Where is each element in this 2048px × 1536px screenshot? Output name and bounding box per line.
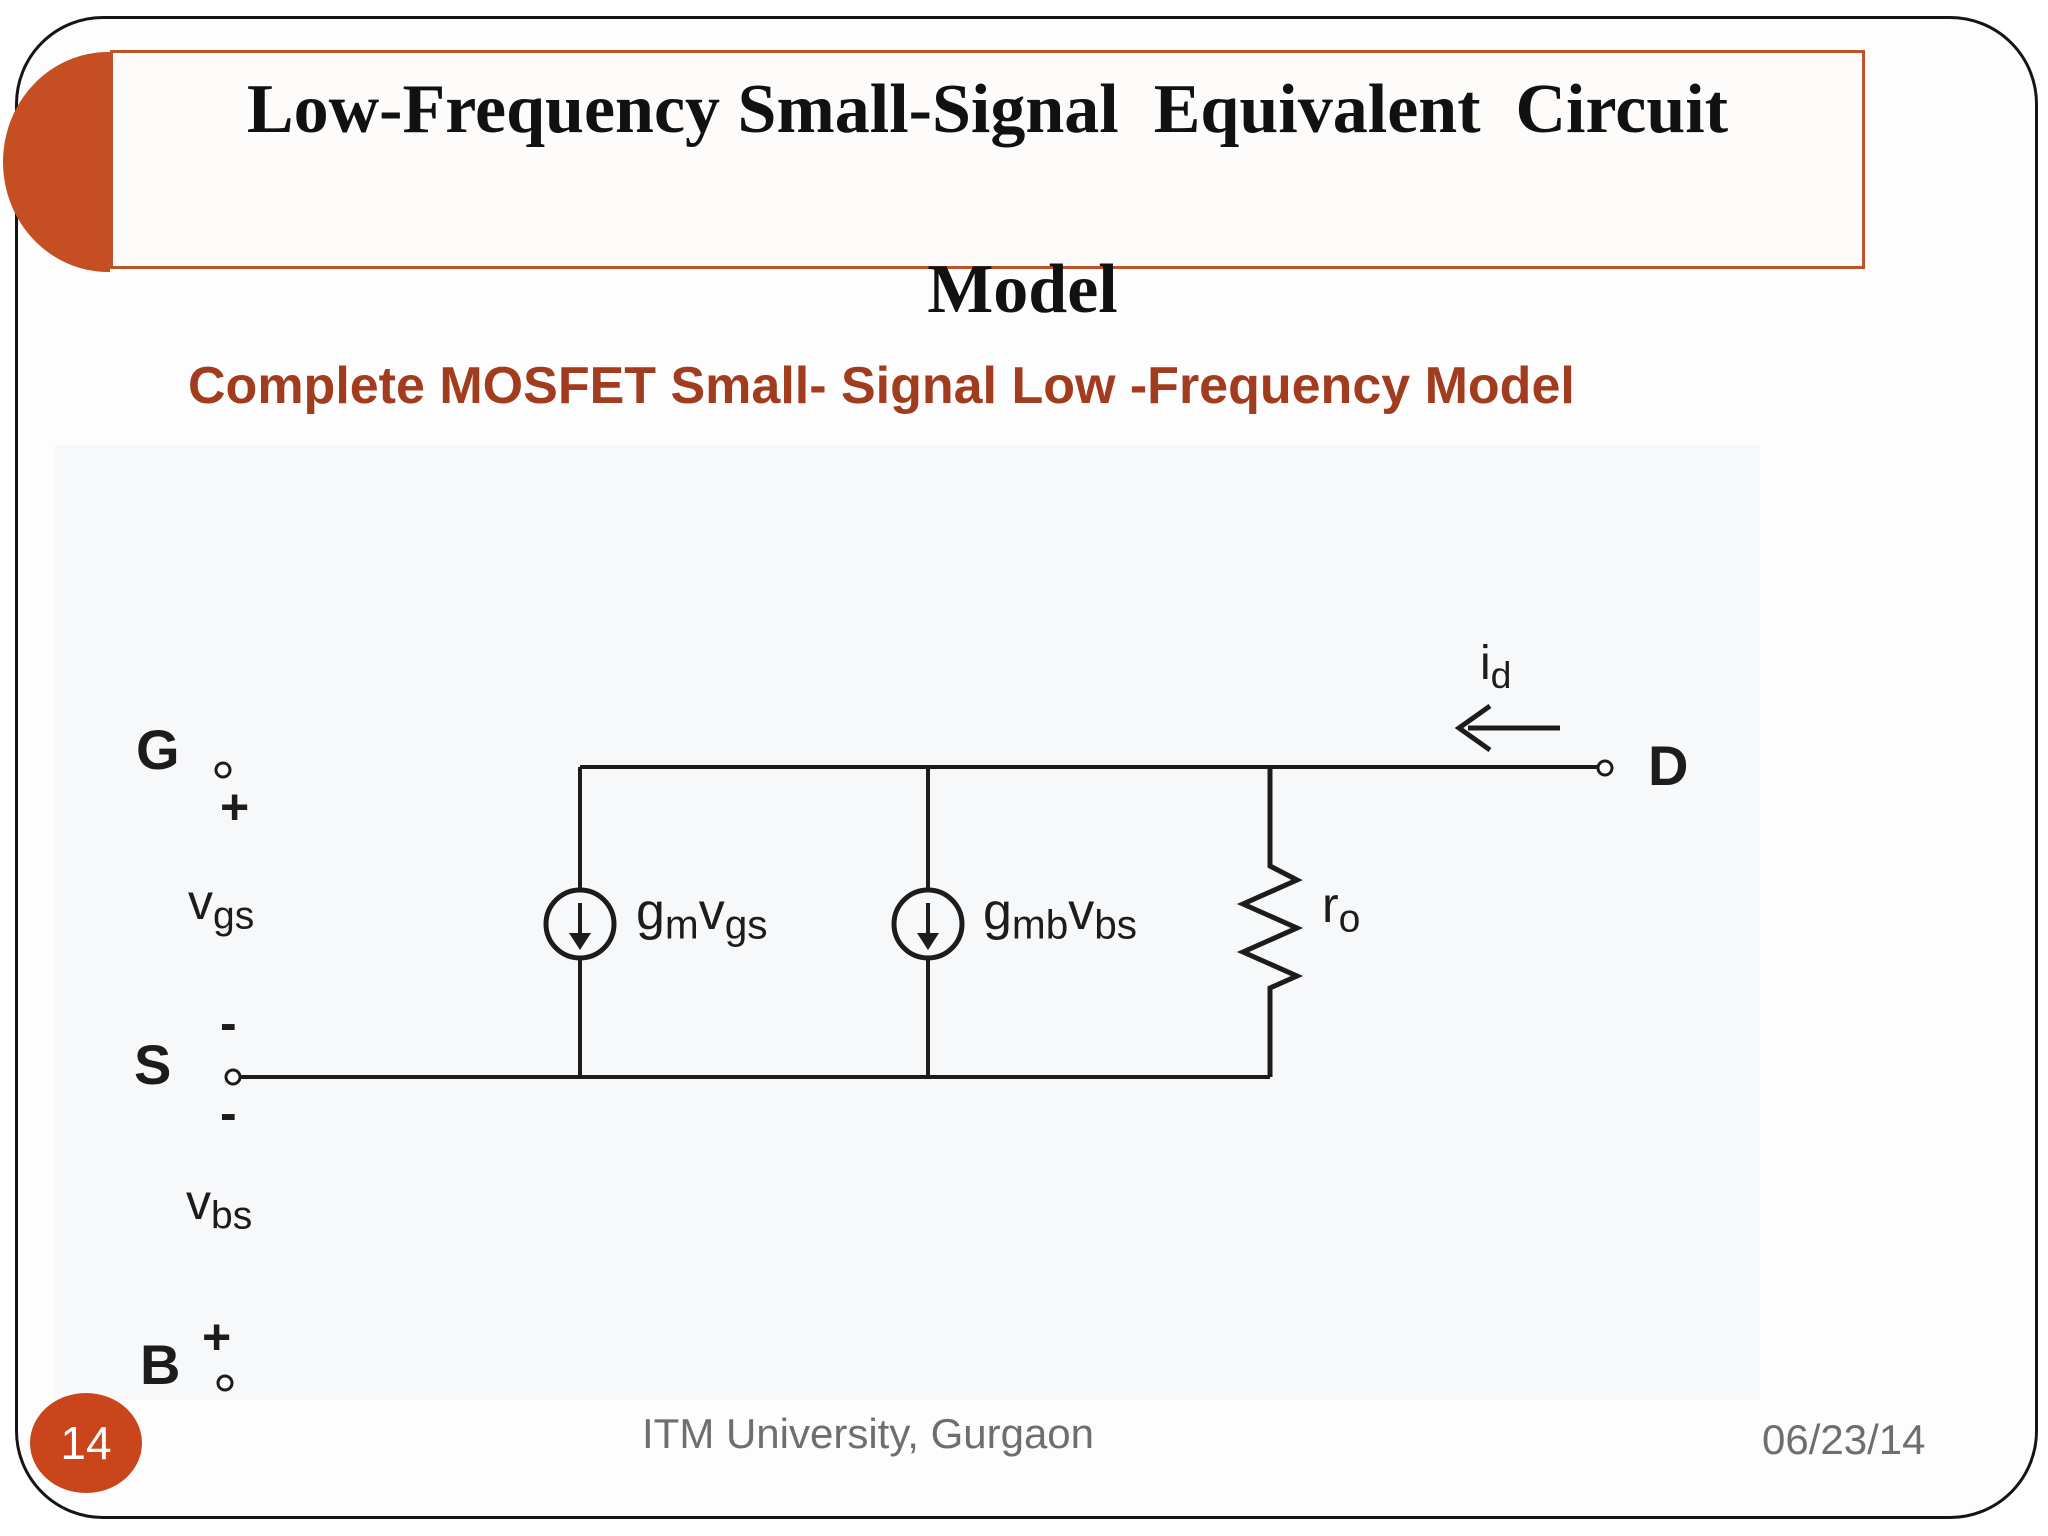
current-source-gmvgs xyxy=(543,767,617,1077)
footer-date: 06/23/14 xyxy=(1762,1416,1926,1463)
current-source-gmbvbs xyxy=(891,767,965,1077)
gmbvbs-label: gmbvbs xyxy=(983,883,1138,948)
bulk-terminal-label: B xyxy=(140,1333,181,1396)
title-line1: Low-Frequency Small-Signal Equivalent Ci… xyxy=(246,71,1729,148)
vgs-plus-sign: + xyxy=(220,779,250,835)
footer-institution: ITM University, Gurgaon xyxy=(642,1410,1095,1457)
vbs-label: vbs xyxy=(186,1174,253,1238)
source-terminal-circle xyxy=(224,1068,242,1086)
down-arrow-icon xyxy=(569,933,591,950)
slide-title: Low-Frequency Small-Signal Equivalent Ci… xyxy=(113,53,1862,335)
slide-subtitle: Complete MOSFET Small- Signal Low -Frequ… xyxy=(188,357,1575,415)
vbs-plus-sign: + xyxy=(202,1309,232,1365)
title-box: Low-Frequency Small-Signal Equivalent Ci… xyxy=(110,50,1865,328)
id-label: id xyxy=(1480,637,1512,696)
down-arrow-icon xyxy=(917,933,939,950)
gate-terminal-circle xyxy=(214,761,232,779)
drain-terminal-label: D xyxy=(1648,734,1689,797)
resistor-ro-symbol xyxy=(1236,767,1304,1077)
ro-label: ro xyxy=(1322,877,1361,941)
drain-terminal-circle xyxy=(1596,759,1614,777)
drain-current-arrow xyxy=(1454,703,1560,753)
gmvgs-label: gmvgs xyxy=(636,883,768,948)
circuit-figure-background xyxy=(55,445,1760,1400)
vgs-label: vgs xyxy=(188,874,255,938)
bulk-terminal-circle xyxy=(216,1374,234,1392)
page-number: 14 xyxy=(60,1417,112,1469)
vgs-minus-sign: - xyxy=(220,995,237,1051)
source-terminal-label: S xyxy=(134,1033,172,1096)
vbs-minus-sign: - xyxy=(220,1085,237,1141)
gate-terminal-label: G xyxy=(136,718,180,781)
page-number-badge: 14 xyxy=(30,1393,142,1493)
title-line2: Model xyxy=(927,251,1118,328)
